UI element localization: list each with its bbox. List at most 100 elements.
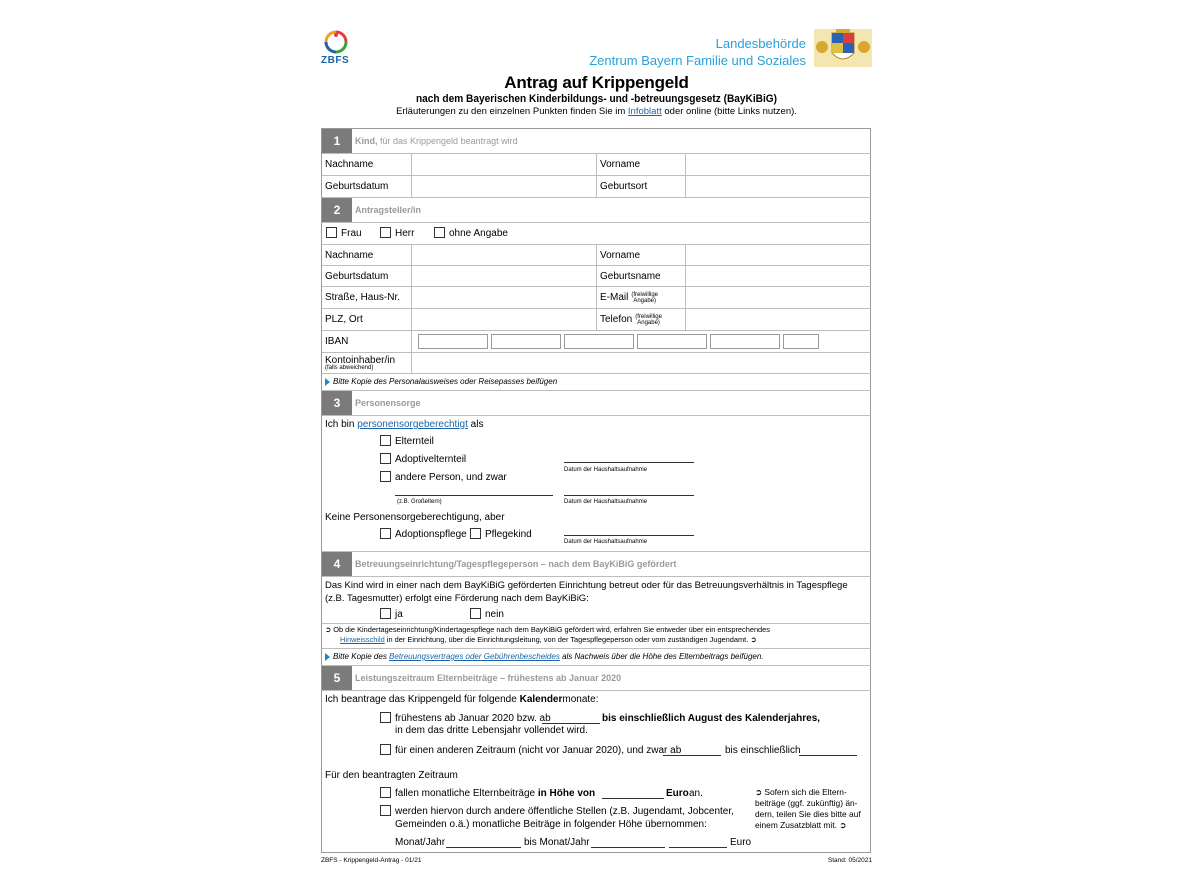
kontoinhaber-field[interactable] — [411, 353, 871, 373]
infoblatt-link[interactable]: Infoblatt — [627, 106, 662, 117]
applicant-geburtsname-field[interactable] — [685, 266, 871, 286]
telefon-label-text: Telefon — [600, 314, 633, 325]
applicant-vorname-field[interactable] — [685, 245, 871, 265]
child-geburtsort-field[interactable] — [685, 176, 871, 197]
haushaltsaufnahme-date-line-1[interactable] — [564, 462, 694, 463]
ja-checkbox[interactable] — [380, 608, 391, 619]
applicant-birth-row: Geburtsdatum Geburtsname — [322, 266, 871, 287]
hinweisschild-link[interactable]: Hinweisschild — [340, 635, 385, 644]
child-nachname-field[interactable] — [411, 154, 596, 175]
strasse-field[interactable] — [411, 287, 596, 308]
freiwillig-line2: Angabe) — [637, 319, 660, 326]
section-title-bold: Betreuungseinrichtung/Tagespflegeperson … — [355, 559, 677, 569]
vertrag-note-row: Bitte Kopie des Betreuungsvertrages oder… — [322, 649, 871, 666]
intro-line: Ich beantrage das Krippengeld für folgen… — [325, 694, 599, 705]
child-vorname-field[interactable] — [685, 154, 871, 175]
monat-from-line[interactable] — [446, 847, 521, 848]
section-title-bold: Antragsteller/in — [355, 205, 422, 215]
frau-checkbox[interactable] — [326, 227, 337, 238]
fall-pre: fallen monatliche Elternbeiträge — [395, 788, 536, 799]
als-text: als — [470, 419, 484, 430]
kontoinhaber-label: Kontoinhaber/in (falls abweichend) — [322, 353, 411, 373]
fall-line: fallen monatliche Elternbeiträge in Höhe… — [395, 788, 595, 799]
elternbeitrag-amount-line[interactable] — [602, 798, 664, 799]
foerderung-line1: Das Kind wird in einer nach dem BayKiBiG… — [325, 580, 848, 591]
plz-field[interactable] — [411, 309, 596, 330]
adoptivelternteil-checkbox[interactable] — [380, 453, 391, 464]
child-geburtsort-label: Geburtsort — [596, 176, 685, 197]
haushaltsaufnahme-date-line-3[interactable] — [564, 535, 694, 536]
page-title: Antrag auf Krippengeld — [504, 73, 689, 92]
opt2-from-line[interactable] — [663, 755, 721, 756]
zeitraum-text: Für den beantragten Zeitraum — [325, 770, 458, 781]
child-birth-row: Geburtsdatum Geburtsort — [322, 176, 871, 198]
applicant-nachname-field[interactable] — [411, 245, 596, 265]
monat-to-line[interactable] — [591, 847, 665, 848]
section-title-bold: Kind, — [355, 136, 378, 146]
section-3-header: 3 Personensorge — [322, 391, 871, 416]
fall-euro: Euro — [666, 788, 689, 799]
form-page: ZBFS Landesbehörde Zentrum Bayern Famili… — [321, 25, 872, 875]
iban-group[interactable] — [491, 334, 561, 349]
herr-label: Herr — [395, 228, 415, 239]
elternbeitraege-checkbox[interactable] — [380, 787, 391, 798]
elternteil-checkbox[interactable] — [380, 435, 391, 446]
telefon-field[interactable] — [685, 309, 871, 330]
andere-person-line[interactable] — [395, 495, 553, 496]
email-label-text: E-Mail — [600, 292, 629, 303]
opt1-start-month-line[interactable] — [542, 723, 600, 724]
grosseltern-caption: (z.B. Großeltern) — [397, 499, 442, 505]
section-title: Betreuungseinrichtung/Tagespflegeperson … — [355, 552, 676, 576]
iban-group[interactable] — [564, 334, 634, 349]
email-field[interactable] — [685, 287, 871, 308]
child-geburtsdatum-field[interactable] — [411, 176, 596, 197]
opt2-mid: bis einschließlich — [725, 745, 801, 756]
andere-person-checkbox[interactable] — [380, 471, 391, 482]
opt-anderer-zeitraum-checkbox[interactable] — [380, 744, 391, 755]
frau-label: Frau — [341, 228, 362, 239]
foerderung-question-block: Das Kind wird in einer nach dem BayKiBiG… — [322, 577, 871, 624]
sidenote-line1: Sofern sich die Eltern- — [764, 787, 847, 797]
page-subtitle: nach dem Bayerischen Kinderbildungs- und… — [415, 93, 777, 105]
sidenote: ➲ Sofern sich die Eltern- beiträge (ggf.… — [755, 787, 870, 831]
intro-bold: Kalender — [519, 694, 563, 705]
section-title: Personensorge — [355, 391, 421, 415]
ich-bin-text: Ich bin — [325, 419, 355, 430]
application-form: 1 Kind, für das Krippengeld beantragt wi… — [321, 128, 871, 853]
child-name-row: Nachname Vorname — [322, 154, 871, 176]
authority-name: Landesbehörde Zentrum Bayern Familie und… — [589, 35, 806, 69]
haushaltsaufnahme-date-line-2[interactable] — [564, 495, 694, 496]
logo-text: ZBFS — [321, 55, 350, 66]
opt1-bold: bis einschließlich August des Kalenderja… — [602, 713, 821, 724]
iban-group[interactable] — [418, 334, 488, 349]
pflegekind-checkbox[interactable] — [470, 528, 481, 539]
herr-checkbox[interactable] — [380, 227, 391, 238]
uebernahme-amount-line[interactable] — [669, 847, 727, 848]
applicant-geburtsname-label: Geburtsname — [596, 266, 685, 286]
gender-row: Frau Herr ohne Angabe — [322, 223, 871, 245]
ohne-angabe-checkbox[interactable] — [434, 227, 445, 238]
iban-group[interactable] — [710, 334, 780, 349]
betreuungsvertrag-link[interactable]: Betreuungsvertrages oder Gebührenbeschei… — [389, 652, 560, 661]
nein-checkbox[interactable] — [470, 608, 481, 619]
personensorgeberechtigt-link[interactable]: personensorgeberechtigt — [357, 419, 468, 430]
section-number: 5 — [322, 666, 352, 690]
id-copy-note-row: Bitte Kopie des Personalausweises oder R… — [322, 374, 871, 391]
opt2-to-line[interactable] — [799, 755, 857, 756]
adoptionspflege-checkbox[interactable] — [380, 528, 391, 539]
applicant-geburtsdatum-field[interactable] — [411, 266, 596, 286]
applicant-geburtsdatum-label: Geburtsdatum — [325, 270, 389, 282]
iban-field[interactable] — [411, 331, 871, 352]
hinweis-line2-text: in der Einrichtung, über die Einrichtung… — [386, 635, 749, 644]
section-title: Kind, für das Krippengeld beantragt wird — [355, 129, 518, 153]
section-title: Leistungszeitraum Elternbeiträge – frühe… — [355, 666, 621, 690]
ohne-angabe-label: ohne Angabe — [449, 228, 508, 239]
section-5-header: 5 Leistungszeitraum Elternbeiträge – frü… — [322, 666, 871, 691]
iban-group[interactable] — [637, 334, 707, 349]
opt-ab-januar-checkbox[interactable] — [380, 712, 391, 723]
applicant-nachname-label: Nachname — [325, 249, 374, 261]
iban-group[interactable] — [783, 334, 819, 349]
uebernahme-checkbox[interactable] — [380, 805, 391, 816]
